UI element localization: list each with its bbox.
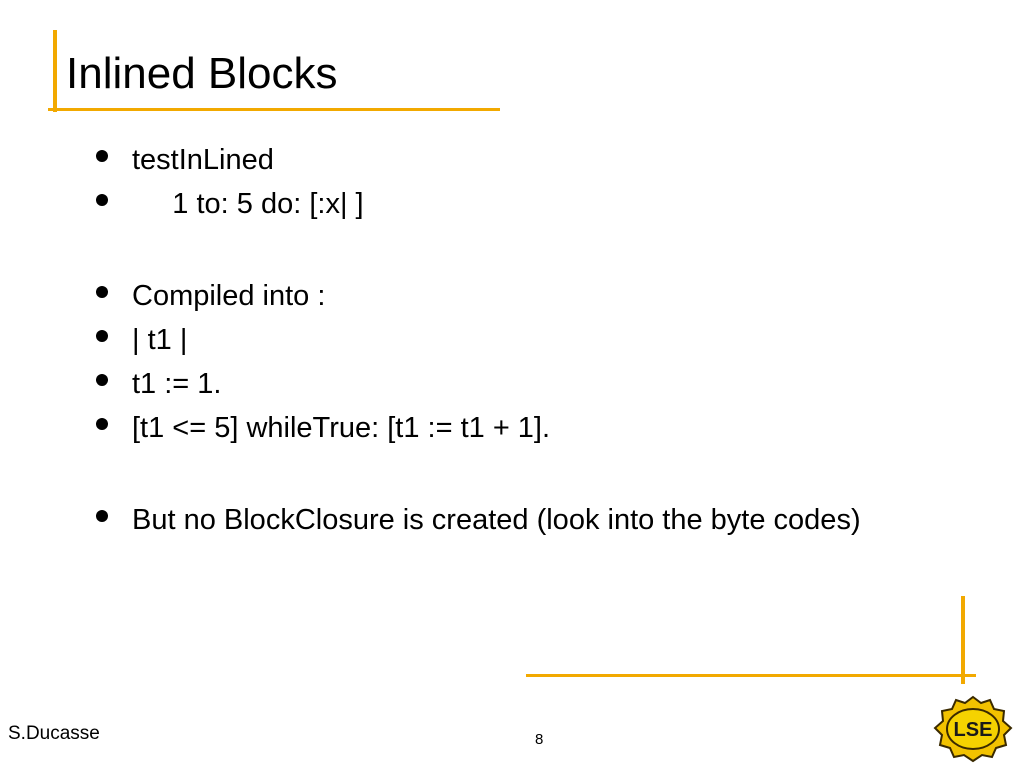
title-accent-horizontal-line [48, 108, 500, 111]
bullet-dot-icon [96, 510, 108, 522]
bullet-dot-icon [96, 194, 108, 206]
title-accent-vertical-line [53, 30, 57, 112]
bullet-text: [t1 <= 5] whileTrue: [t1 := t1 + 1]. [132, 412, 551, 444]
bullet-spacer [96, 226, 976, 274]
bullet-item: 1 to: 5 do: [:x| ] [96, 182, 976, 226]
bullet-item: | t1 | [96, 318, 976, 362]
bullet-dot-icon [96, 150, 108, 162]
footer-accent-horizontal-line [526, 674, 976, 677]
slide-title: Inlined Blocks [66, 49, 338, 98]
bullet-text: Compiled into : [132, 280, 326, 312]
footer-accent-vertical-line [961, 596, 965, 684]
bullet-item: Compiled into : [96, 274, 976, 318]
bullet-dot-icon [96, 330, 108, 342]
bullet-dot-icon [96, 374, 108, 386]
bullet-item: [t1 <= 5] whileTrue: [t1 := t1 + 1]. [96, 406, 976, 450]
page-number: 8 [535, 731, 544, 748]
bullet-item: t1 := 1. [96, 362, 976, 406]
bullet-text: 1 to: 5 do: [:x| ] [132, 188, 364, 220]
bullet-text: But no BlockClosure is created (look int… [132, 504, 861, 536]
bullet-text: t1 := 1. [132, 368, 222, 400]
bullet-item: But no BlockClosure is created (look int… [96, 498, 976, 542]
bullet-dot-icon [96, 418, 108, 430]
bullet-spacer [96, 450, 976, 498]
logo-label: LSE [954, 719, 993, 741]
lse-logo-icon: LSE [933, 695, 1013, 763]
bullet-dot-icon [96, 286, 108, 298]
bullet-item: testInLined [96, 138, 976, 182]
bullet-list: testInLined 1 to: 5 do: [:x| ] Compiled … [96, 138, 976, 542]
bullet-text: | t1 | [132, 324, 188, 356]
footer-author: S.Ducasse [8, 723, 100, 744]
bullet-text: testInLined [132, 144, 274, 176]
